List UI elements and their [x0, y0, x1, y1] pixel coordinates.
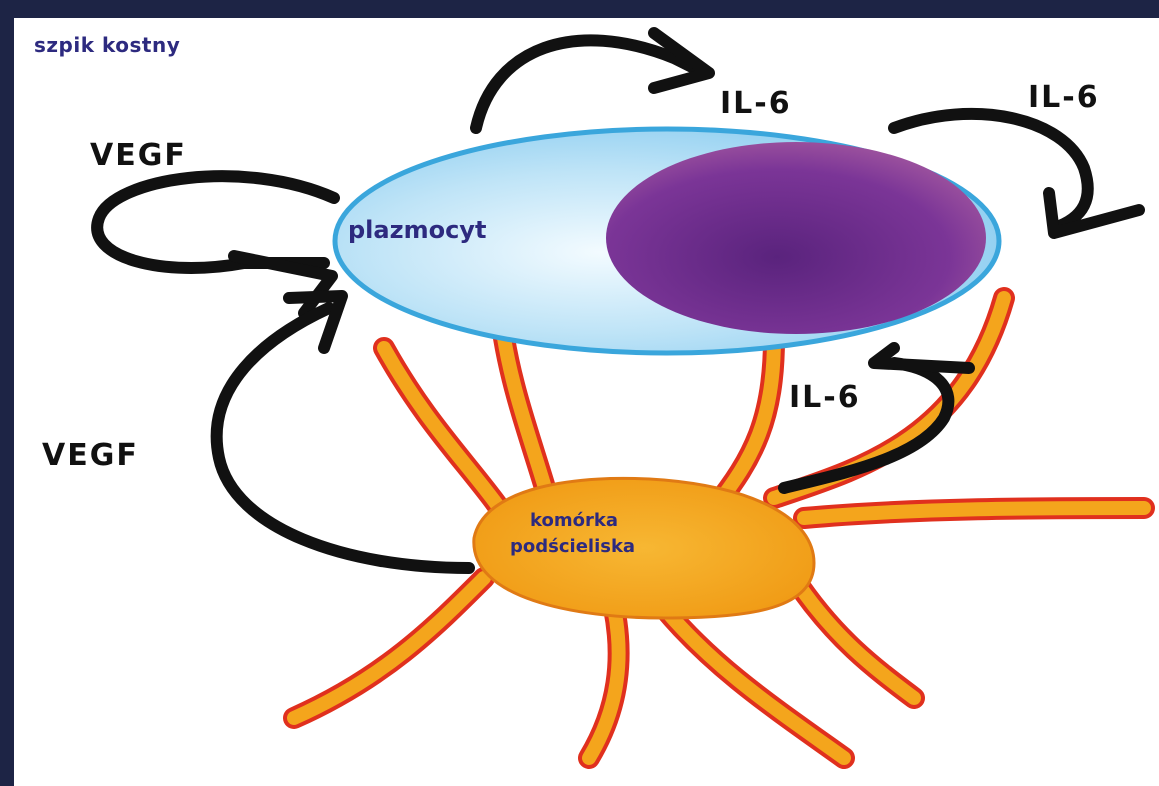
plasma-cell-nucleus: [606, 142, 986, 334]
label-il6-right: IL-6: [1028, 80, 1100, 115]
label-il6-top: IL-6: [720, 86, 792, 121]
stromal-cell-label-line1: komórka: [530, 510, 618, 531]
label-vegf-autocrine: VEGF: [90, 138, 187, 173]
diagram-graphics: [14, 18, 1159, 786]
diagram-canvas: szpik kostny IL-6 IL-6 IL-6 VEGF VEGF pl…: [14, 18, 1159, 786]
stromal-cell-label-line2: podścieliska: [510, 536, 635, 557]
label-vegf-stromal: VEGF: [42, 438, 139, 473]
label-il6-stromal: IL-6: [789, 380, 861, 415]
region-label: szpik kostny: [34, 33, 180, 57]
arrow-vegf-autocrine: [97, 176, 334, 268]
plasma-cell-label: plazmocyt: [348, 216, 486, 244]
